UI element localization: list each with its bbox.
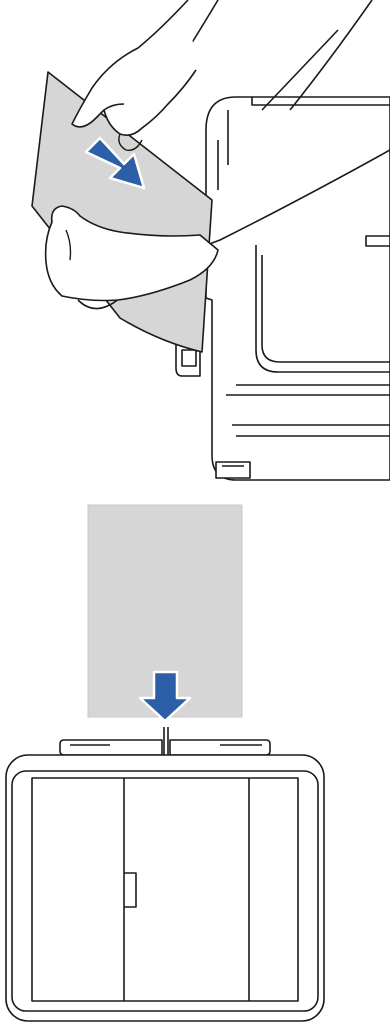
insert-paper-figure <box>0 0 390 490</box>
top-hand <box>72 0 196 135</box>
step-1-illustration <box>0 0 390 490</box>
manual-feed-slot <box>60 727 270 757</box>
printer-front <box>6 755 324 1021</box>
step-2-illustration <box>0 495 390 1027</box>
lower-paper-figure <box>0 495 390 1027</box>
printer-side <box>176 97 390 480</box>
